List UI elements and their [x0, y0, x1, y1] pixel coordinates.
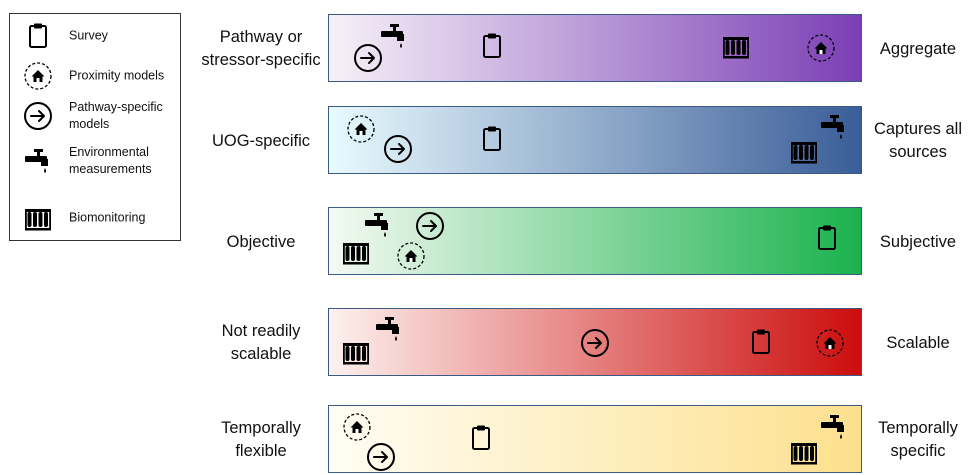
legend-item-survey: Survey: [10, 16, 182, 56]
gradient-bar: [328, 14, 862, 82]
scale-row-scalability: Not readily scalable Scalable: [0, 308, 970, 378]
row-left-label: Objective: [226, 232, 296, 251]
gradient-bar: [328, 207, 862, 275]
row-left-label: UOG-specific: [211, 131, 311, 150]
proximity-model-icon: [346, 114, 376, 144]
proximity-model-icon: [815, 328, 845, 358]
environmental-measurement-icon: [374, 314, 404, 344]
biomonitoring-icon: [721, 31, 751, 61]
proximity-model-icon: [342, 412, 372, 442]
proximity-model-icon: [23, 61, 53, 91]
row-right-label: Temporally specific: [878, 419, 958, 460]
environmental-measurement-icon: [363, 210, 393, 240]
pathway-model-icon: [353, 43, 383, 73]
legend: Survey Proximity models Pathway-specific…: [9, 13, 181, 241]
environmental-measurement-icon: [819, 412, 849, 442]
gradient-bar: [328, 106, 862, 174]
row-left-label: Pathway or stressor-specific: [201, 28, 321, 69]
row-left-label: Temporally flexible: [221, 419, 301, 460]
row-left-label: Not readily scalable: [221, 322, 301, 363]
row-right-label: Aggregate: [879, 39, 957, 58]
pathway-model-icon: [580, 328, 610, 358]
legend-item-biomonitoring: Biomonitoring: [10, 198, 182, 238]
scale-row-pathway-aggregate: Pathway or stressor-specific Aggregate: [0, 14, 970, 84]
legend-item-environmental: Environmental measurements: [10, 141, 182, 181]
biomonitoring-icon: [341, 337, 371, 367]
scale-row-objective-subjective: Objective Subjective: [0, 207, 970, 277]
biomonitoring-icon: [789, 437, 819, 467]
pathway-model-icon: [383, 134, 413, 164]
survey-icon: [477, 124, 507, 154]
proximity-model-icon: [396, 241, 426, 271]
pathway-model-icon: [415, 211, 445, 241]
legend-label-pathway: Pathway-specific models: [69, 100, 163, 131]
survey-icon: [812, 223, 842, 253]
survey-icon: [466, 423, 496, 453]
legend-label-proximity: Proximity models: [69, 68, 165, 83]
row-right-label: Captures all sources: [873, 120, 963, 161]
legend-label-environmental: Environmental measurements: [69, 145, 152, 176]
biomonitoring-icon: [341, 237, 371, 267]
legend-label-biomonitoring: Biomonitoring: [69, 210, 146, 225]
biomonitoring-icon: [789, 136, 819, 166]
legend-item-proximity: Proximity models: [10, 56, 182, 96]
pathway-model-icon: [23, 101, 53, 131]
survey-icon: [746, 327, 776, 357]
legend-item-pathway: Pathway-specific models: [10, 96, 182, 136]
gradient-bar: [328, 405, 862, 473]
scale-row-uog-allsources: UOG-specific Captures all sources: [0, 106, 970, 176]
environmental-measurement-icon: [23, 146, 53, 176]
biomonitoring-icon: [23, 203, 53, 233]
survey-icon: [477, 31, 507, 61]
environmental-measurement-icon: [819, 112, 849, 142]
environmental-measurement-icon: [379, 21, 409, 51]
proximity-model-icon: [806, 33, 836, 63]
scale-row-temporal: Temporally flexible Temporally specific: [0, 405, 970, 475]
row-right-label: Subjective: [879, 232, 957, 251]
pathway-model-icon: [366, 442, 396, 472]
legend-label-survey: Survey: [69, 28, 108, 43]
survey-icon: [23, 21, 53, 51]
row-right-label: Scalable: [886, 333, 950, 352]
gradient-bar: [328, 308, 862, 376]
